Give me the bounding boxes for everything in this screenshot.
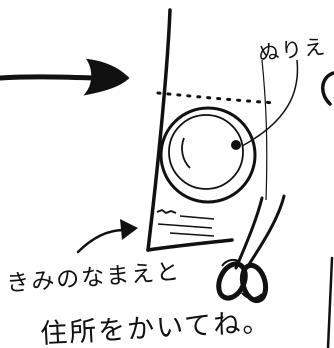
right-edge-line xyxy=(326,256,334,348)
right-arrow-icon xyxy=(0,58,130,96)
circle-coloring-area xyxy=(159,106,257,204)
address-lines xyxy=(156,208,215,237)
scissors-icon xyxy=(216,194,286,304)
curved-arrow-icon xyxy=(76,219,138,254)
card-outline xyxy=(146,8,268,252)
dotted-line xyxy=(156,91,278,105)
partial-circle xyxy=(321,71,334,106)
leader-line xyxy=(241,59,299,147)
